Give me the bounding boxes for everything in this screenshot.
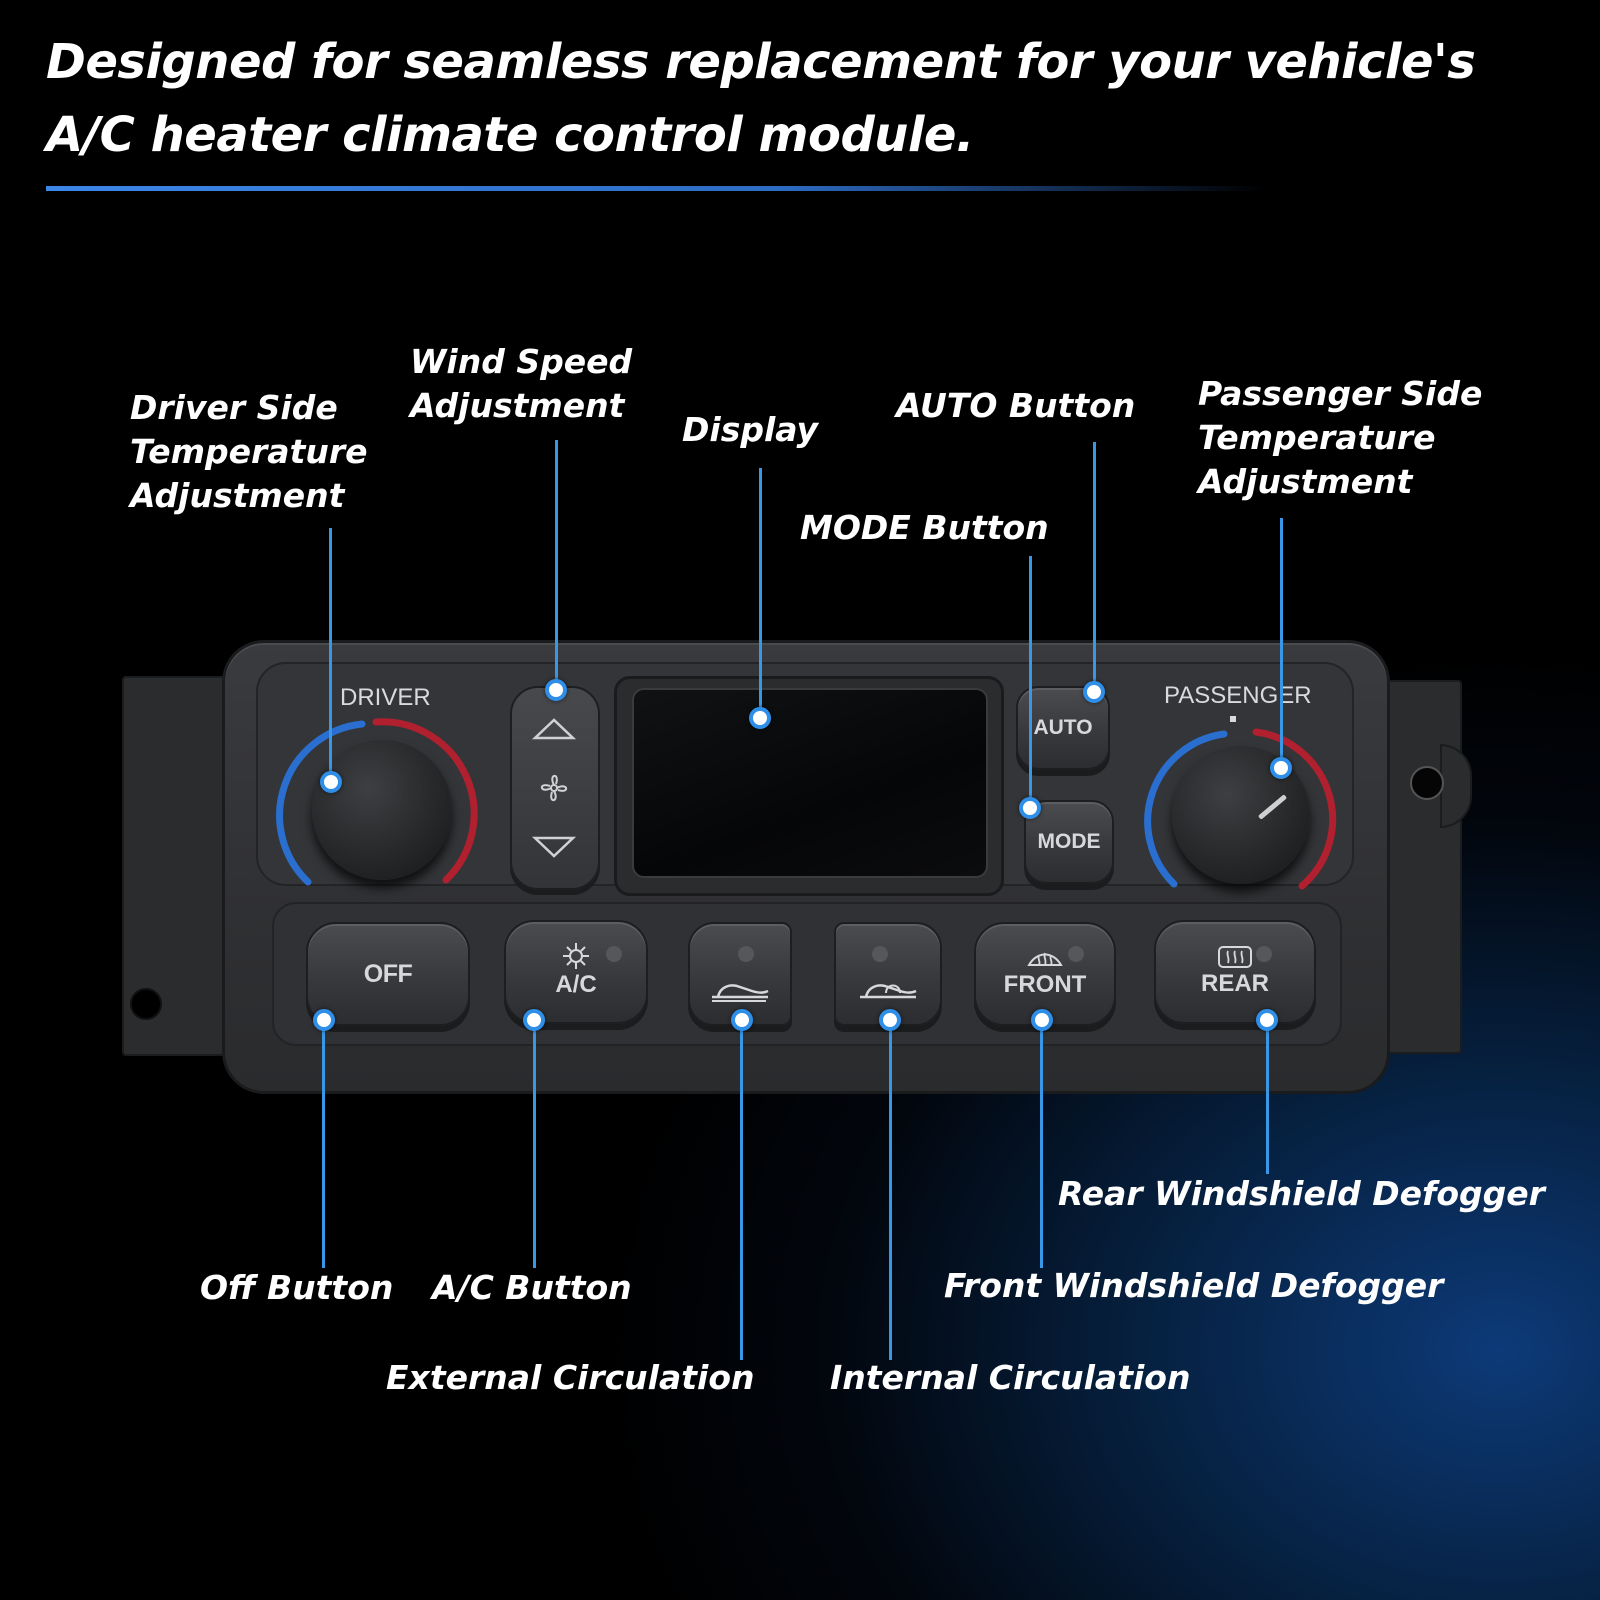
ac-button-label: A/C <box>555 971 597 998</box>
leader-internal <box>889 1020 892 1360</box>
right-mount-hole <box>1410 766 1444 800</box>
off-button-label: OFF <box>363 959 413 988</box>
external-circulation-button[interactable] <box>688 922 792 1026</box>
headline: Designed for seamless replacement for yo… <box>46 26 1566 172</box>
dot-passenger-temp <box>1270 757 1292 779</box>
leader-mode <box>1029 556 1032 808</box>
headline-line-1: Designed for seamless replacement for yo… <box>46 34 1476 90</box>
right-mounting-tab <box>1440 744 1472 828</box>
ac-indicator-led <box>606 946 622 962</box>
snowflake-icon <box>563 943 589 969</box>
label-driver-temp-line-3: Adjustment <box>130 476 345 515</box>
label-driver-temp: Driver Side Temperature Adjustment <box>130 386 368 518</box>
left-mount-hole <box>130 988 162 1020</box>
internal-circulation-led <box>872 946 888 962</box>
off-button[interactable]: OFF <box>306 922 470 1026</box>
dot-mode <box>1019 797 1041 819</box>
front-defrost-icon <box>1027 952 1063 966</box>
dot-wind-speed <box>545 679 567 701</box>
external-circulation-led <box>738 946 754 962</box>
dot-display <box>749 707 771 729</box>
leader-off <box>322 1020 325 1268</box>
label-wind-speed-line-2: Adjustment <box>410 386 625 425</box>
recirculation-icon <box>860 984 917 999</box>
label-internal-circulation: Internal Circulation <box>830 1358 1191 1397</box>
dot-driver-temp <box>320 771 342 793</box>
mode-button-label: MODE <box>1037 830 1101 853</box>
leader-ac <box>533 1020 536 1268</box>
label-passenger-temp-line-3: Adjustment <box>1198 462 1413 501</box>
label-rear-defogger: Rear Windshield Defogger <box>1058 1174 1545 1213</box>
auto-button-label: AUTO <box>1033 716 1093 739</box>
label-passenger-temp: Passenger Side Temperature Adjustment <box>1198 372 1482 504</box>
up-arrow-icon <box>532 718 576 740</box>
dot-auto <box>1083 681 1105 703</box>
passenger-temp-arc <box>1144 728 1337 890</box>
leader-passenger-temp <box>1280 518 1283 768</box>
label-wind-speed: Wind Speed Adjustment <box>410 340 632 428</box>
driver-temp-arc <box>276 718 478 886</box>
driver-temp-knob[interactable] <box>312 740 452 880</box>
label-passenger-temp-line-1: Passenger Side <box>1198 374 1483 413</box>
label-wind-speed-line-1: Wind Speed <box>410 342 633 381</box>
leader-wind-speed <box>555 440 558 688</box>
dot-front-defog <box>1031 1009 1053 1031</box>
passenger-cold-arc <box>1144 730 1228 888</box>
passenger-hot-arc <box>1252 728 1337 890</box>
label-passenger-temp-line-2: Temperature <box>1198 418 1436 457</box>
dot-ac <box>523 1009 545 1031</box>
display-screen <box>632 688 988 878</box>
leader-rear-defog <box>1266 1020 1269 1174</box>
label-display: Display <box>682 410 819 449</box>
label-off-button: Off Button <box>200 1268 394 1307</box>
headline-underline <box>46 186 1266 191</box>
label-mode-button: MODE Button <box>800 508 1049 547</box>
leader-external <box>740 1020 743 1360</box>
front-defog-led <box>1068 946 1084 962</box>
rear-defog-label: REAR <box>1200 970 1269 997</box>
external-air-icon <box>712 984 769 1002</box>
label-front-defogger: Front Windshield Defogger <box>944 1266 1444 1305</box>
label-driver-temp-line-1: Driver Side <box>130 388 338 427</box>
rear-defog-button[interactable]: REAR <box>1154 920 1316 1024</box>
leader-auto <box>1093 442 1096 692</box>
passenger-panel-label: PASSENGER <box>1164 682 1312 709</box>
dot-external <box>731 1009 753 1031</box>
label-ac-button: A/C Button <box>432 1268 632 1307</box>
driver-panel-label: DRIVER <box>340 684 431 711</box>
ac-button[interactable]: A/C <box>504 920 648 1024</box>
front-defog-button[interactable]: FRONT <box>974 922 1116 1026</box>
label-external-circulation: External Circulation <box>386 1358 755 1397</box>
headline-line-2: A/C heater climate control module. <box>46 107 974 163</box>
dot-internal <box>879 1009 901 1031</box>
label-auto-button: AUTO Button <box>896 386 1136 425</box>
leader-driver-temp <box>329 528 332 782</box>
dot-off <box>313 1009 335 1031</box>
dot-rear-defog <box>1256 1009 1278 1031</box>
passenger-label-tick <box>1230 716 1236 722</box>
leader-front-defog <box>1040 1020 1043 1268</box>
leader-display <box>759 468 762 718</box>
driver-cold-arc <box>276 720 366 886</box>
driver-hot-arc <box>372 718 478 884</box>
rear-defog-led <box>1256 946 1272 962</box>
rear-defrost-icon <box>1218 946 1252 968</box>
down-arrow-icon <box>532 836 576 858</box>
front-defog-label: FRONT <box>1003 971 1087 998</box>
fan-icon <box>540 774 568 802</box>
label-driver-temp-line-2: Temperature <box>130 432 368 471</box>
